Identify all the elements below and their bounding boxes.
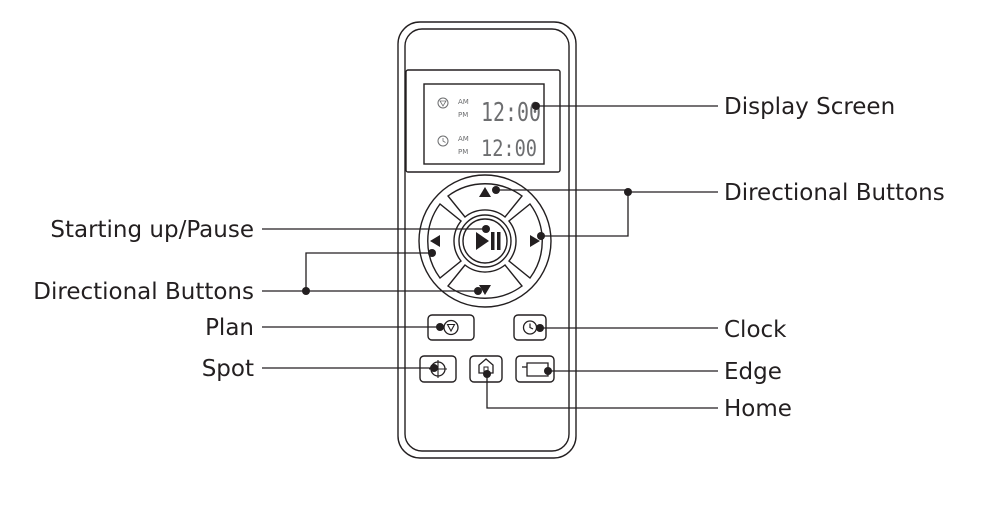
bottom-time-readout: 12:00 [481,137,537,162]
leader-lines [262,102,718,409]
play-pause-icon [476,232,501,250]
bottom-am-indicator: AM [458,135,469,143]
top-time-readout: 12:00 [481,98,541,128]
plan-indicator-icon [437,97,449,109]
label-directional-buttons-right: Directional Buttons [724,180,945,206]
label-display-screen: Display Screen [724,94,895,120]
down-arrow-icon [479,285,491,295]
label-home: Home [724,396,792,422]
label-spot: Spot [202,356,254,382]
display-screen: AM PM 12:00 AM PM 12:00 [405,69,561,173]
left-arrow-icon [430,235,440,247]
label-edge: Edge [724,359,782,385]
label-clock: Clock [724,317,787,343]
top-pm-indicator: PM [458,111,468,119]
edge-button[interactable] [515,355,555,383]
left-button[interactable] [427,202,462,280]
remote-body [397,21,577,459]
right-button[interactable] [508,202,543,280]
leader-home [486,374,718,409]
clock-indicator-icon [437,135,449,147]
leader-directional-left [262,252,478,292]
right-arrow-icon [530,235,540,247]
directional-pad [418,174,552,308]
top-am-indicator: AM [458,98,469,106]
plan-schedule-icon [443,319,459,336]
play-pause-button[interactable] [458,214,512,268]
home-button[interactable] [469,355,503,383]
up-arrow-icon [479,187,491,197]
label-directional-buttons-left: Directional Buttons [33,279,254,305]
edge-icon [522,362,549,377]
leader-directional-right [496,189,718,237]
plan-button[interactable] [427,314,475,341]
bottom-pm-indicator: PM [458,148,468,156]
label-plan: Plan [205,315,254,341]
up-button[interactable] [446,183,524,218]
spot-button[interactable] [419,355,457,383]
label-starting-up-pause: Starting up/Pause [50,217,254,243]
down-button[interactable] [446,264,524,299]
